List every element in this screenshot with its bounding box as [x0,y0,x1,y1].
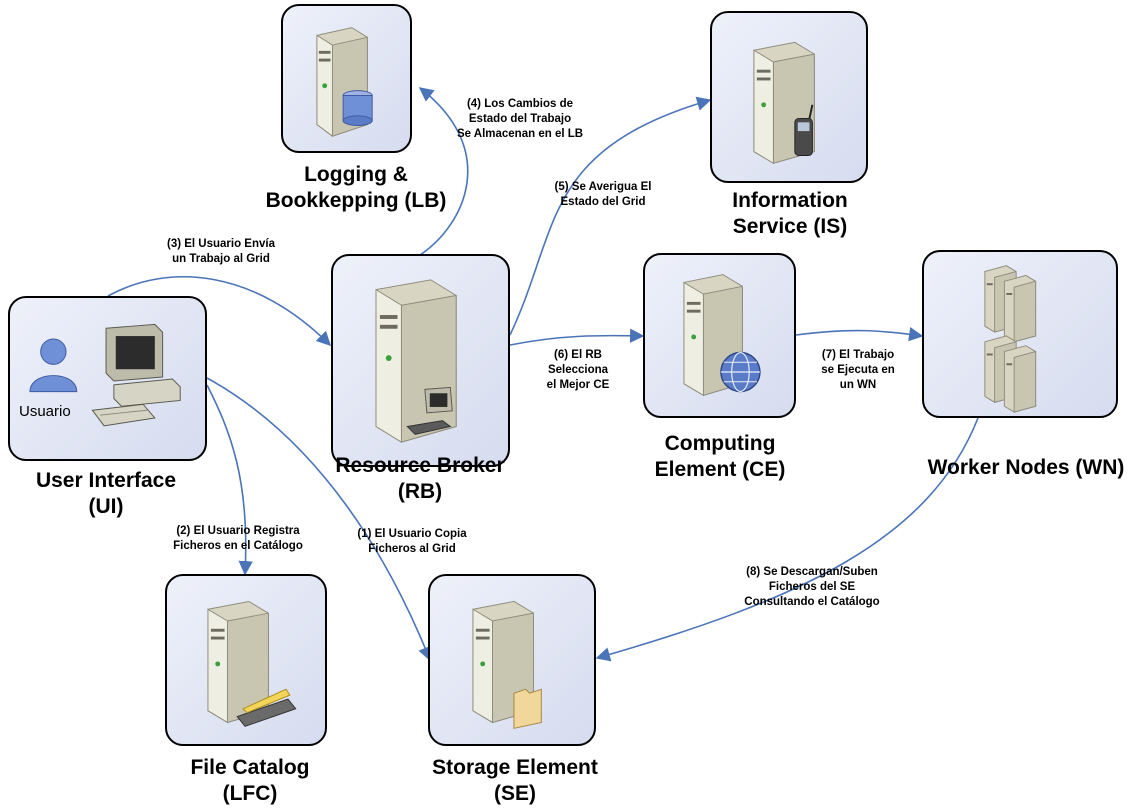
server-phone-icon [753,41,815,165]
node-title-is: Information Service (IS) [732,189,848,238]
user-workstation-icon [29,323,181,427]
node-logging-bookkeeping [281,4,412,153]
node-storage-element [428,574,596,746]
arrow-step-7 [795,327,924,342]
node-title-ui: User Interface (UI) [35,469,177,518]
step-label-4: (4) Los Cambios de Estado del Trabajo Se… [456,98,584,140]
arrow-step-6 [509,328,645,346]
step-label-3: (3) El Usuario Envía un Trabajo al Grid [166,238,275,265]
step-label-7: (7) El Trabajo se Ejecuta en un WN [821,349,895,391]
node-resource-broker [331,254,510,467]
node-worker-nodes [922,250,1118,418]
arrow-step-8 [595,417,979,662]
step-label-6: (6) El RB Selecciona el Mejor CE [546,349,610,391]
user-person-icon [29,338,78,393]
server-folder-icon [472,600,542,729]
server-database-icon [316,27,373,138]
arrow-step-3 [107,275,332,347]
node-title-ce: Computing Element (CE) [654,432,786,481]
node-file-catalog [165,574,327,746]
step-label-5: (5) Se Averigua El Estado del Grid [554,181,652,208]
server-workstation-icon [375,279,457,444]
node-user-interface: Usuario [8,296,207,461]
node-title-se: Storage Element (SE) [432,756,598,805]
server-cluster-icon [984,265,1037,413]
step-label-1: (1) El Usuario Copia Ficheros al Grid [357,528,467,555]
node-computing-element [643,253,796,418]
user-label: Usuario [19,403,71,420]
computer-icon [91,323,181,427]
node-title-rb: Resource Broker (RB) [335,454,505,503]
node-title-lfc: File Catalog (LFC) [190,756,310,805]
server-catalog-icon [207,600,297,727]
arrow-step-2 [206,384,253,576]
step-label-2: (2) El Usuario Registra Ficheros en el C… [173,525,303,552]
arrow-step-1 [206,377,432,662]
arrow-step-5 [509,96,712,336]
node-title-lb: Logging & Bookkepping (LB) [265,163,447,212]
step-label-8: (8) Se Descargan/Suben Ficheros del SE C… [744,566,880,608]
arrow-step-4 [418,87,469,256]
server-globe-icon [683,274,761,397]
node-information-service [710,11,868,183]
node-title-wn: Worker Nodes (WN) [927,456,1125,479]
